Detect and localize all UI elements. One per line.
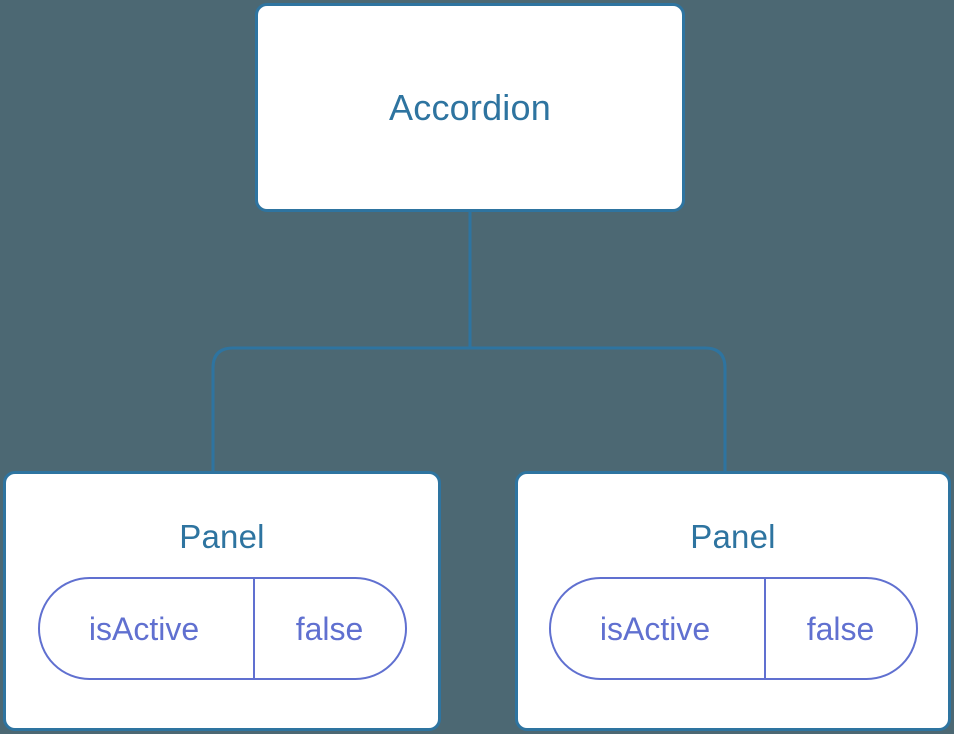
node-accordion[interactable]: Accordion <box>255 3 685 212</box>
node-title-panel-0: Panel <box>179 518 265 555</box>
prop-value-isactive-1: false <box>763 579 916 678</box>
node-panel-0[interactable]: Panel isActive false <box>3 471 441 731</box>
node-title-accordion: Accordion <box>389 86 551 128</box>
prop-key-isactive-1: isActive <box>599 610 711 647</box>
node-title-panel-1: Panel <box>690 518 776 555</box>
connector-bus-right <box>470 346 727 471</box>
prop-value-isactive-0: false <box>252 579 405 678</box>
prop-pill-1[interactable]: isActive false <box>548 577 918 680</box>
prop-pill-0[interactable]: isActive false <box>37 577 407 680</box>
prop-key-isactive-0: isActive <box>88 610 200 647</box>
node-panel-1[interactable]: Panel isActive false <box>515 471 951 731</box>
connector-bus-left <box>211 346 470 471</box>
